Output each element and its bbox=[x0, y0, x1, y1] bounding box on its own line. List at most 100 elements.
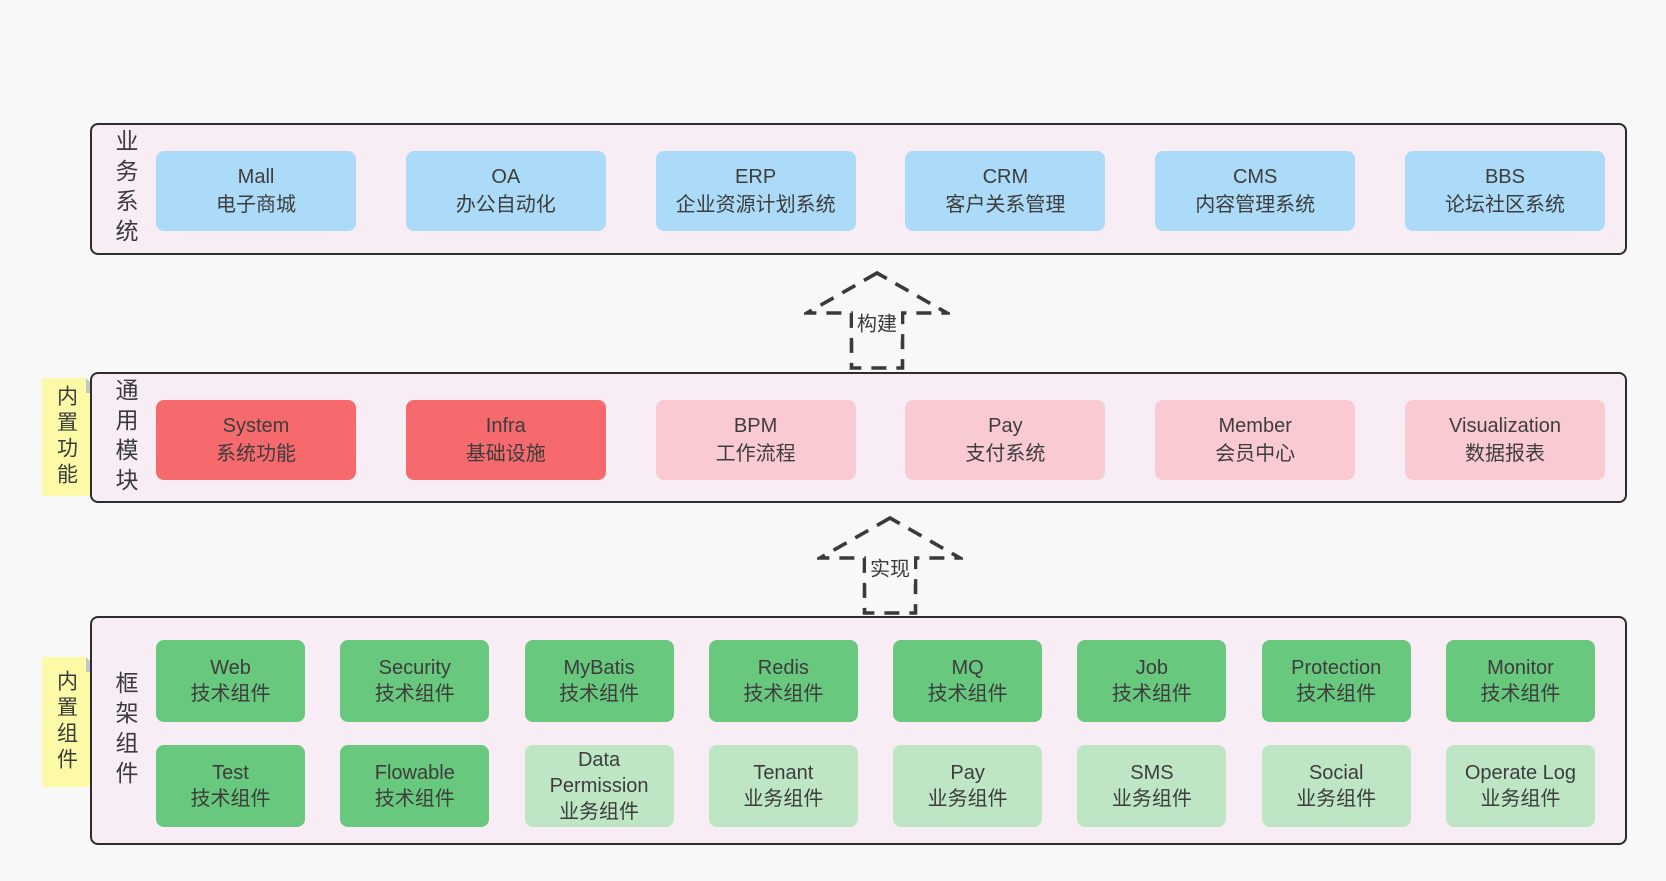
build-arrow: 构建 bbox=[804, 270, 950, 371]
tech-components-row: Web 技术组件 Security 技术组件 MyBatis 技术组件 Redi… bbox=[156, 640, 1595, 722]
box-crm: CRM 客户关系管理 bbox=[905, 151, 1106, 231]
box-web: Web 技术组件 bbox=[156, 640, 305, 722]
layer-framework-components: 框架组件 Web 技术组件 Security 技术组件 MyBatis 技术组件… bbox=[90, 616, 1627, 845]
box-title: Web bbox=[210, 657, 251, 679]
box-cms: CMS 内容管理系统 bbox=[1155, 151, 1356, 231]
box-subtitle: 客户关系管理 bbox=[945, 194, 1066, 216]
box-subtitle: 技术组件 bbox=[190, 788, 271, 810]
biz-components-row: Test 技术组件 Flowable 技术组件 Data Permission … bbox=[156, 745, 1595, 827]
box-redis: Redis 技术组件 bbox=[708, 640, 858, 722]
box-mq: MQ 技术组件 bbox=[893, 640, 1043, 722]
box-title: Infra bbox=[485, 414, 526, 437]
box-data-permission: Data Permission 业务组件 bbox=[524, 745, 674, 827]
box-subtitle: 技术组件 bbox=[374, 788, 455, 810]
implement-arrow-label: 实现 bbox=[866, 549, 914, 585]
box-subtitle: 支付系统 bbox=[965, 443, 1046, 465]
box-title: Pay bbox=[950, 762, 985, 784]
box-title: Pay bbox=[988, 414, 1023, 437]
box-subtitle: 论坛社区系统 bbox=[1444, 194, 1565, 216]
box-title: Security bbox=[378, 657, 451, 679]
box-pay-component: Pay 业务组件 bbox=[893, 745, 1043, 827]
box-title: Data Permission bbox=[549, 749, 649, 797]
box-title: BPM bbox=[733, 414, 778, 437]
box-tenant: Tenant 业务组件 bbox=[708, 745, 858, 827]
box-bpm: BPM 工作流程 bbox=[655, 400, 856, 480]
implement-arrow: 实现 bbox=[817, 515, 963, 616]
modules-box-row: System 系统功能 Infra 基础设施 BPM 工作流程 Pay 支付系统… bbox=[156, 400, 1605, 480]
layer-common-modules: 通用模块 System 系统功能 Infra 基础设施 BPM 工作流程 Pay… bbox=[90, 372, 1627, 503]
box-subtitle: 数据报表 bbox=[1464, 443, 1545, 465]
box-subtitle: 技术组件 bbox=[743, 683, 824, 705]
box-protection: Protection 技术组件 bbox=[1261, 640, 1411, 722]
box-erp: ERP 企业资源计划系统 bbox=[655, 151, 856, 231]
box-system: System 系统功能 bbox=[156, 400, 356, 480]
box-security: Security 技术组件 bbox=[340, 640, 490, 722]
sticky-note-label: 内置功能 bbox=[54, 385, 78, 489]
box-infra: Infra 基础设施 bbox=[405, 400, 606, 480]
box-subtitle: 基础设施 bbox=[465, 443, 546, 465]
box-title: Test bbox=[212, 762, 249, 784]
box-test: Test 技术组件 bbox=[156, 745, 305, 827]
box-monitor: Monitor 技术组件 bbox=[1445, 640, 1595, 722]
box-operate-log: Operate Log 业务组件 bbox=[1445, 745, 1595, 827]
up-arrow-icon bbox=[804, 270, 950, 370]
box-title: Social bbox=[1308, 762, 1364, 784]
box-title: SMS bbox=[1130, 762, 1174, 784]
up-arrow-icon bbox=[817, 515, 963, 615]
box-title: Redis bbox=[757, 657, 809, 679]
box-subtitle: 会员中心 bbox=[1215, 443, 1296, 465]
box-subtitle: 内容管理系统 bbox=[1195, 194, 1316, 216]
box-oa: OA 办公自动化 bbox=[405, 151, 606, 231]
layer-business-label: 业务系统 bbox=[112, 129, 138, 249]
box-title: Flowable bbox=[374, 762, 455, 784]
box-title: Monitor bbox=[1487, 657, 1554, 679]
box-subtitle: 业务组件 bbox=[1111, 788, 1192, 810]
box-subtitle: 技术组件 bbox=[1111, 683, 1192, 705]
box-subtitle: 技术组件 bbox=[1296, 683, 1377, 705]
box-subtitle: 技术组件 bbox=[927, 683, 1008, 705]
box-member: Member 会员中心 bbox=[1155, 400, 1356, 480]
layer-modules-label: 通用模块 bbox=[112, 377, 138, 498]
build-arrow-label: 构建 bbox=[853, 304, 901, 340]
box-title: Member bbox=[1218, 414, 1292, 437]
box-title: Protection bbox=[1291, 657, 1382, 679]
box-title: Tenant bbox=[753, 762, 814, 784]
box-visualization: Visualization 数据报表 bbox=[1404, 400, 1605, 480]
layer-components-label: 框架组件 bbox=[112, 670, 138, 791]
box-subtitle: 技术组件 bbox=[190, 683, 271, 705]
box-title: MyBatis bbox=[563, 657, 635, 679]
box-title: System bbox=[222, 414, 290, 437]
box-subtitle: 企业资源计划系统 bbox=[675, 194, 836, 216]
box-title: CMS bbox=[1232, 165, 1278, 188]
box-subtitle: 业务组件 bbox=[927, 788, 1008, 810]
box-mall: Mall 电子商城 bbox=[156, 151, 356, 231]
business-box-row: Mall 电子商城 OA 办公自动化 ERP 企业资源计划系统 CRM 客户关系… bbox=[156, 151, 1605, 231]
layer-business-systems: 业务系统 Mall 电子商城 OA 办公自动化 ERP 企业资源计划系统 CRM… bbox=[90, 123, 1627, 255]
box-subtitle: 业务组件 bbox=[1296, 788, 1377, 810]
box-title: CRM bbox=[982, 165, 1029, 188]
box-title: BBS bbox=[1484, 165, 1525, 188]
box-subtitle: 业务组件 bbox=[1480, 788, 1561, 810]
box-title: MQ bbox=[951, 657, 984, 679]
box-title: ERP bbox=[735, 165, 777, 188]
box-title: Job bbox=[1135, 657, 1169, 679]
box-subtitle: 技术组件 bbox=[1480, 683, 1561, 705]
box-title: Mall bbox=[237, 165, 275, 188]
box-subtitle: 系统功能 bbox=[216, 443, 296, 465]
box-pay-system: Pay 支付系统 bbox=[905, 400, 1106, 480]
box-flowable: Flowable 技术组件 bbox=[340, 745, 490, 827]
box-title: Visualization bbox=[1449, 414, 1561, 437]
box-subtitle: 技术组件 bbox=[559, 683, 640, 705]
box-subtitle: 业务组件 bbox=[559, 801, 640, 823]
box-title: OA bbox=[491, 165, 521, 188]
box-social: Social 业务组件 bbox=[1261, 745, 1411, 827]
box-mybatis: MyBatis 技术组件 bbox=[524, 640, 674, 722]
box-job: Job 技术组件 bbox=[1077, 640, 1227, 722]
box-bbs: BBS 论坛社区系统 bbox=[1404, 151, 1605, 231]
box-title: Operate Log bbox=[1464, 762, 1577, 784]
sticky-note-label: 内置组件 bbox=[54, 670, 78, 774]
box-subtitle: 工作流程 bbox=[715, 443, 796, 465]
box-subtitle: 电子商城 bbox=[216, 194, 296, 216]
box-subtitle: 技术组件 bbox=[374, 683, 455, 705]
